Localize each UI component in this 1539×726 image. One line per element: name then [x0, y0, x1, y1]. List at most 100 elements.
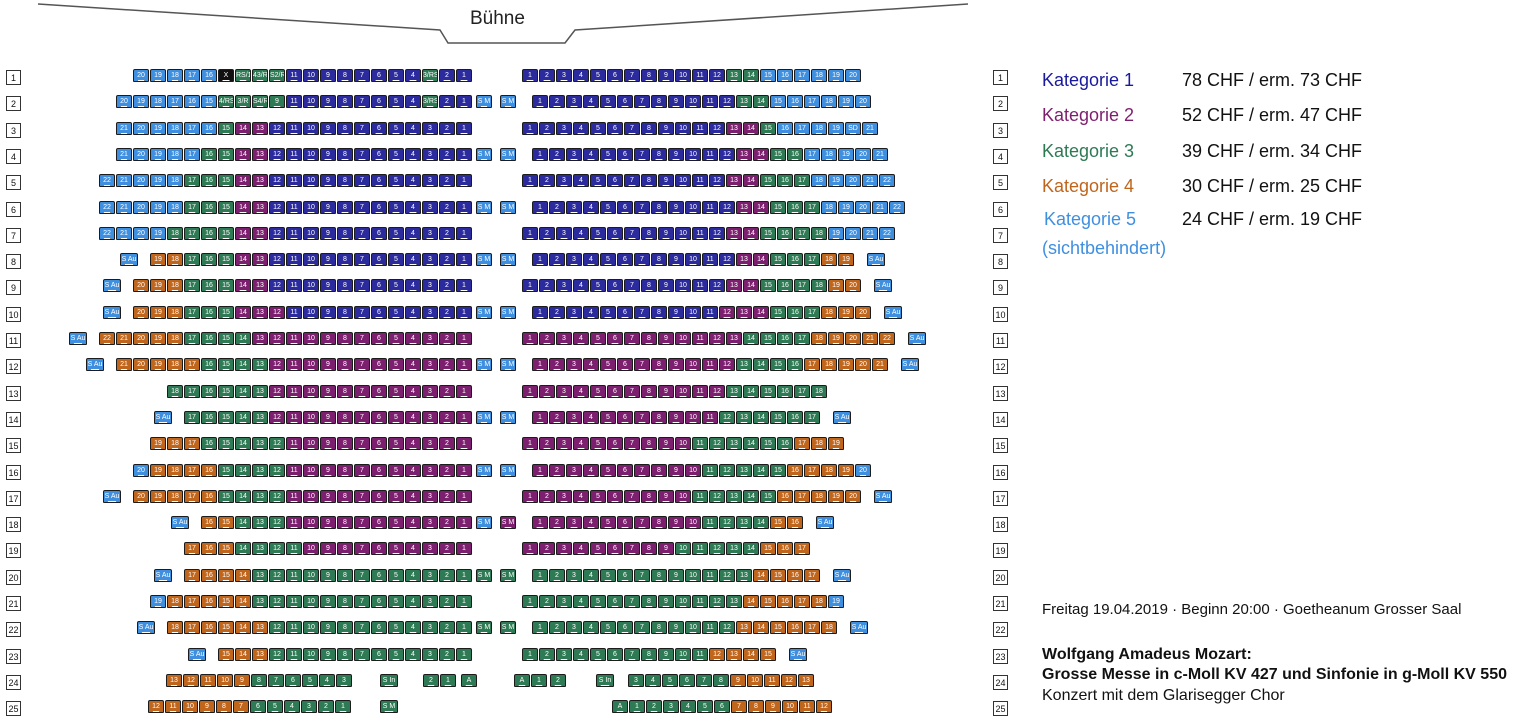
seat[interactable]: 2 — [539, 69, 555, 82]
seat[interactable]: 13 — [252, 305, 268, 319]
seat[interactable]: 5 — [388, 69, 404, 82]
seat[interactable]: 4 — [583, 358, 599, 372]
outer-seat[interactable]: S Au — [137, 621, 155, 635]
seat[interactable]: 10 — [303, 174, 319, 188]
seat[interactable]: 2 — [549, 147, 565, 161]
seat[interactable]: 11 — [286, 69, 302, 82]
seat[interactable]: 16 — [201, 542, 217, 556]
seat[interactable]: 10 — [675, 489, 691, 503]
seat[interactable]: 20 — [855, 147, 871, 161]
seat[interactable]: 4 — [573, 69, 589, 82]
seat[interactable]: 18 — [821, 621, 837, 635]
outer-seat[interactable]: S Au — [171, 516, 189, 530]
seat[interactable]: 10 — [303, 279, 319, 293]
aisle-seat[interactable]: S M — [476, 621, 492, 635]
seat[interactable]: 1 — [522, 121, 538, 135]
seat[interactable]: 3 — [556, 174, 572, 188]
seat[interactable]: 10 — [303, 437, 319, 451]
seat[interactable]: 19 — [828, 332, 844, 345]
seat[interactable]: 1 — [629, 700, 645, 714]
seat[interactable]: 19 — [828, 279, 844, 293]
seat[interactable]: 11 — [692, 279, 708, 293]
seat[interactable]: 4 — [405, 410, 421, 424]
seat[interactable]: 10 — [303, 121, 319, 135]
seat[interactable]: 6 — [371, 621, 387, 635]
seat[interactable]: 5 — [388, 542, 404, 556]
outer-seat[interactable]: S Au — [86, 358, 104, 372]
seat[interactable]: 8 — [641, 437, 657, 451]
seat[interactable]: 9 — [668, 516, 684, 530]
seat[interactable]: 6 — [607, 279, 623, 293]
seat[interactable]: 10 — [303, 568, 319, 582]
outer-seat[interactable]: S Au — [789, 647, 807, 661]
seat[interactable]: 7 — [354, 226, 370, 240]
seat[interactable]: 12 — [709, 595, 725, 608]
seat[interactable]: 2 — [439, 95, 455, 109]
outer-seat[interactable]: S Au — [120, 253, 138, 267]
seat[interactable]: 15 — [770, 568, 786, 582]
seat[interactable]: 15 — [218, 568, 234, 582]
seat[interactable]: 11 — [286, 384, 302, 398]
seat[interactable]: 17 — [184, 621, 200, 635]
seat[interactable]: 11 — [286, 437, 302, 451]
seat[interactable]: 3 — [422, 542, 438, 556]
seat[interactable]: 3 — [422, 200, 438, 214]
seat[interactable]: 1 — [532, 410, 548, 424]
seat[interactable]: 12 — [719, 305, 735, 319]
seat[interactable]: 2 — [439, 174, 455, 188]
seat[interactable]: 2 — [549, 253, 565, 267]
seat[interactable]: 7 — [696, 673, 712, 687]
seat[interactable]: 14 — [235, 542, 251, 556]
seat[interactable]: 9 — [320, 410, 336, 424]
seat[interactable]: 9 — [320, 121, 336, 135]
seat[interactable]: 14 — [235, 410, 251, 424]
seat[interactable]: 6 — [617, 95, 633, 109]
seat[interactable]: 12 — [781, 673, 797, 687]
seat[interactable]: 14 — [235, 489, 251, 503]
seat[interactable]: 8 — [337, 95, 353, 109]
seat[interactable]: 18 — [167, 621, 183, 635]
seat[interactable]: 5 — [697, 700, 713, 714]
seat[interactable]: 9 — [320, 200, 336, 214]
seat[interactable]: 17 — [184, 595, 200, 608]
seat[interactable]: 1 — [532, 621, 548, 635]
seat[interactable]: 5 — [388, 121, 404, 135]
seat[interactable]: 5 — [600, 621, 616, 635]
seat[interactable]: 5 — [590, 647, 606, 661]
seat[interactable]: 9 — [658, 437, 674, 451]
aisle-seat[interactable]: S M — [500, 568, 516, 582]
seat[interactable]: 6 — [371, 516, 387, 530]
seat[interactable]: 2 — [539, 332, 555, 345]
seat[interactable]: 13 — [252, 437, 268, 451]
seat[interactable]: 7 — [634, 516, 650, 530]
seat[interactable]: 5 — [302, 673, 318, 687]
seat[interactable]: 2 — [439, 568, 455, 582]
seat[interactable]: 7 — [268, 673, 284, 687]
seat[interactable]: 14 — [235, 595, 251, 608]
seat[interactable]: 16 — [201, 595, 217, 608]
seat[interactable]: 4 — [405, 595, 421, 608]
seat[interactable]: 10 — [303, 516, 319, 530]
seat[interactable]: 16 — [787, 358, 803, 372]
seat[interactable]: 21 — [872, 200, 888, 214]
seat[interactable]: 20 — [845, 332, 861, 345]
seat[interactable]: 6 — [714, 700, 730, 714]
seat[interactable]: 11 — [702, 463, 718, 477]
seat[interactable]: 19 — [150, 253, 166, 267]
seat[interactable]: 2 — [539, 647, 555, 661]
seat[interactable]: 4 — [573, 174, 589, 188]
seat[interactable]: 18 — [167, 384, 183, 398]
seat[interactable]: 7 — [634, 147, 650, 161]
seat[interactable]: 8 — [641, 226, 657, 240]
seat[interactable]: 19 — [838, 253, 854, 267]
outer-seat[interactable]: S Au — [901, 358, 919, 372]
seat[interactable]: 4 — [405, 279, 421, 293]
seat[interactable]: 14 — [235, 463, 251, 477]
seat[interactable]: 13 — [252, 121, 268, 135]
seat[interactable]: 16 — [201, 410, 217, 424]
seat[interactable]: 13 — [736, 200, 752, 214]
seat[interactable]: 11 — [692, 121, 708, 135]
seat[interactable]: 13 — [252, 463, 268, 477]
seat[interactable]: 3 — [422, 174, 438, 188]
seat[interactable]: 6 — [607, 437, 623, 451]
